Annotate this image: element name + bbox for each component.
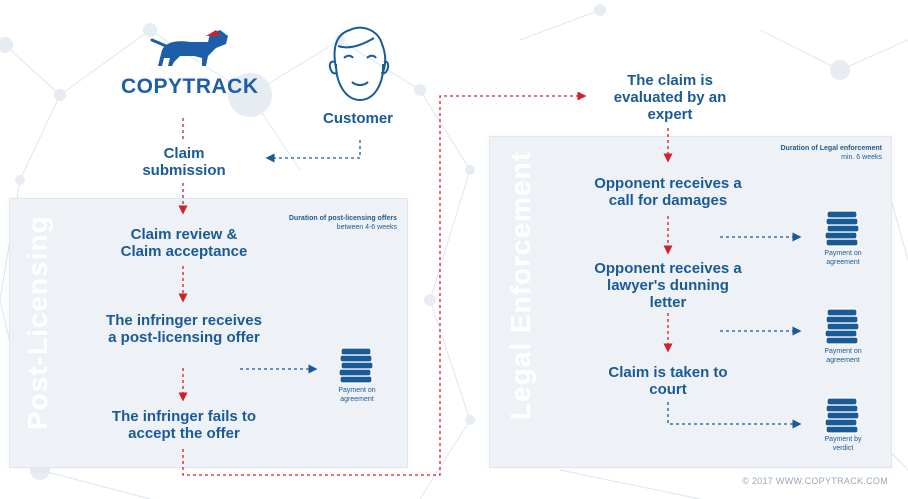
coin-stack-icon: [338, 210, 860, 434]
claim-review-node: Claim review & Claim acceptance: [120, 226, 248, 260]
claim-submission-node: Claim submission: [142, 145, 226, 179]
payment-label: Payment by verdict: [824, 436, 862, 452]
post-licensing-panel: [9, 198, 408, 468]
fails-to-accept-node: The infringer fails to accept the offer: [111, 408, 257, 442]
copytrack-logo: COPYTRACK: [121, 75, 259, 98]
legal-enforcement-duration: Duration of Legal enforcement min. 6 wee…: [780, 144, 882, 162]
call-for-damages-node: Opponent receives a call for damages: [594, 175, 742, 209]
payment-label: Payment on agreement: [338, 387, 376, 403]
payment-label: Payment on agreement: [824, 348, 862, 364]
duration-title: Duration of Legal enforcement: [780, 145, 882, 152]
footer-copyright: © 2017 WWW.COPYTRACK.COM: [742, 476, 888, 486]
payment-label: Payment on agreement: [824, 250, 862, 266]
post-licensing-offer-node: The infringer receives a post-licensing …: [106, 312, 262, 346]
duration-value: between 4-6 weeks: [336, 224, 397, 231]
expert-evaluation-node: The claim is evaluated by an expert: [613, 72, 727, 123]
dunning-letter-node: Opponent receives a lawyer's dunning let…: [594, 260, 742, 311]
duration-value: min. 6 weeks: [841, 154, 882, 161]
duration-title: Duration of post-licensing offers: [288, 215, 397, 222]
customer-face-icon: [328, 26, 390, 102]
legal-enforcement-panel: [489, 136, 892, 468]
customer-label: Customer: [323, 110, 394, 127]
post-licensing-duration: Duration of post-licensing offers betwee…: [289, 214, 397, 232]
taken-to-court-node: Claim is taken to court: [608, 364, 728, 398]
dog-logo-icon: [150, 30, 228, 66]
